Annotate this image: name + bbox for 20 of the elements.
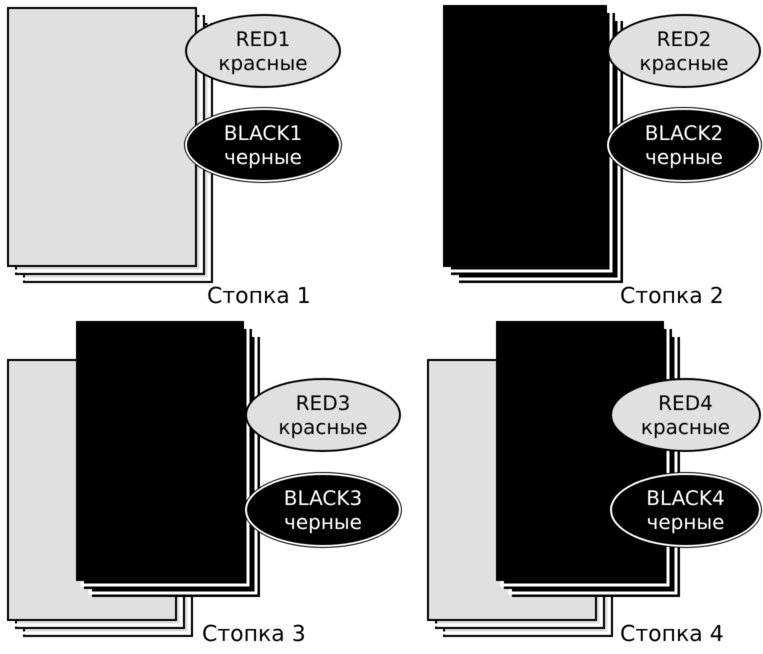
ellipse-text: красные (278, 415, 368, 439)
ellipse-text: черные (284, 510, 362, 534)
stack-caption: Стопка 2 (620, 284, 724, 309)
ellipse-text: BLACK2 (644, 121, 724, 145)
ellipse-text: RED4 (658, 391, 713, 415)
ellipse-text: BLACK1 (224, 121, 302, 145)
ellipse-text: красные (640, 415, 730, 439)
ellipse-text: черные (224, 145, 302, 169)
stack-caption: Стопка 4 (620, 622, 724, 647)
ellipse-text: BLACK4 (646, 486, 725, 510)
ellipse-text: черные (646, 510, 724, 534)
ellipse-text: BLACK3 (284, 486, 362, 510)
ellipse-text: черные (645, 145, 723, 169)
ellipse-text: RED3 (296, 391, 350, 415)
ellipse-text: красные (218, 51, 308, 75)
ellipse-text: RED1 (236, 27, 290, 51)
stack-caption: Стопка 3 (202, 622, 306, 647)
ellipse-text: красные (639, 51, 729, 75)
stack-caption: Стопка 1 (207, 284, 311, 309)
ellipse-text: RED2 (656, 27, 712, 51)
